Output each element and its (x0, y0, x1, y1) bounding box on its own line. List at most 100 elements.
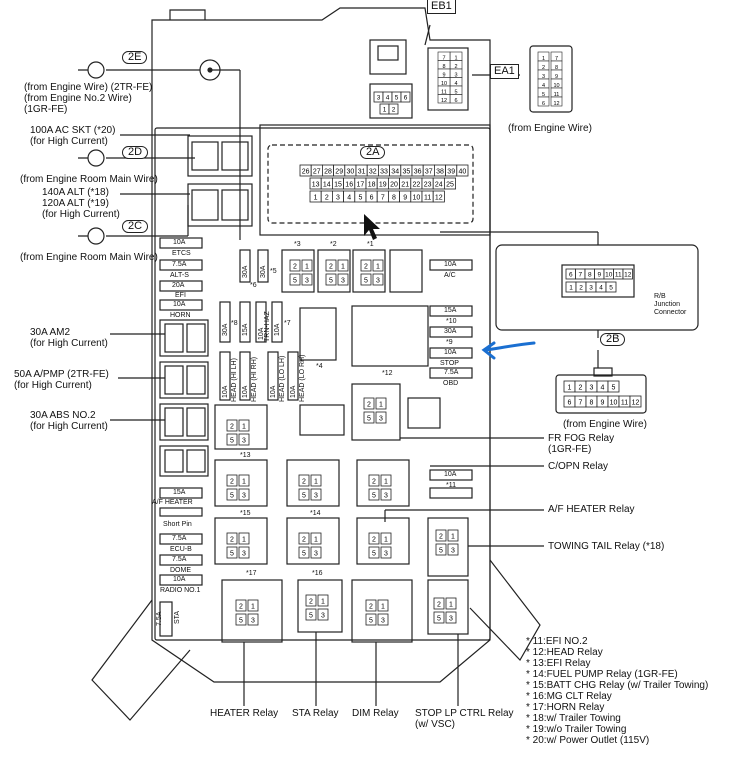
pin-2a-r2-pin: 20 (390, 182, 398, 189)
pin-ea1-left-a-pin: 3 (454, 73, 457, 79)
pin-2b-r1-pin: 3 (590, 385, 594, 392)
engine-room-2d-label: (from Engine Room Main Wire) (20, 174, 158, 185)
pin-2a-r3-pin: 5 (358, 195, 362, 202)
relay-pin: 5 (329, 278, 333, 285)
engine-wire-2e-label: (from Engine Wire) (2TR-FE) (from Engine… (24, 82, 152, 115)
pin-rb-r1-pin: 6 (569, 272, 573, 279)
af-heater-relay-label: A/F HEATER Relay (548, 504, 635, 515)
pin-ea1-right-b-cell (550, 96, 563, 107)
vfuse-2-amp: 30A (260, 265, 267, 278)
engine-room-2c-label: (from Engine Room Main Wire) (20, 252, 158, 263)
fuse-efi-amp: 20A (172, 282, 185, 289)
relay-pin-cell (226, 532, 238, 545)
relay-pin: 5 (369, 618, 373, 625)
connector-2d-label: 2D (122, 146, 149, 159)
pin-2a-r1-pin: 30 (347, 169, 355, 176)
connector-2a-label: 2A (360, 146, 386, 159)
vfuse-3-amp: 30A (222, 323, 229, 336)
pin-2a-r3-pin: 4 (347, 195, 351, 202)
relay-pin: 3 (379, 416, 383, 423)
relay-pin-cell (445, 611, 457, 624)
pin-2a-r3-pin: 8 (392, 195, 396, 202)
eb1-socket-a (369, 39, 407, 75)
stop-lp-line1: STOP LP CTRL Relay (415, 708, 514, 719)
pin-2a-r2-pin: 18 (368, 182, 376, 189)
relay-pin-cell (310, 546, 322, 559)
note-14: * 14:FUEL PUMP Relay (1GR-FE) (526, 669, 678, 680)
relay-pin-cell (380, 474, 392, 487)
note-12: * 12:HEAD Relay (526, 647, 603, 658)
relay-pin-cell (310, 474, 322, 487)
relay-pin: 1 (251, 604, 255, 611)
pin-2a-r2-pin: 14 (323, 182, 331, 189)
relay-pin: 5 (239, 618, 243, 625)
pin-ea1-left-b-pin: 7 (442, 56, 445, 62)
pin-2a-r1-pin: 29 (335, 169, 343, 176)
relay-pin: 2 (439, 534, 443, 541)
pin-ea1-right-a-pin: 4 (542, 83, 545, 89)
pin-2a-r2-pin: 15 (334, 182, 342, 189)
pin-2a-r1-pin: 34 (391, 169, 399, 176)
ac-skt-line1: 100A AC SKT (*20) (30, 125, 116, 136)
relay-pin-cell (238, 474, 250, 487)
pin-rb-r1-cell (622, 268, 633, 280)
alt-label: 140A ALT (*18) 120A ALT (*19) (for High … (42, 187, 120, 220)
relay-pin: 2 (302, 479, 306, 486)
relay-pin: 3 (242, 551, 246, 558)
pin-2a-r2-pin: 16 (345, 182, 353, 189)
fl-ac-skt-block (187, 135, 253, 177)
pin-2a-r3-pin: 10 (413, 195, 421, 202)
relay-tag-14: *14 (310, 510, 321, 517)
fuse-ecub-amp: 7.5A (172, 535, 187, 542)
wire-2e-line2: (from Engine No.2 Wire) (24, 93, 132, 104)
pin-2a-r2-pin: 23 (424, 182, 432, 189)
apmp-line1: 50A A/PMP (2TR-FE) (14, 369, 109, 380)
alt-line1: 140A ALT (*18) (42, 187, 109, 198)
fuse-efi-name: EFI (175, 292, 186, 299)
relay-pin-cell (235, 613, 247, 626)
relay-pin: 5 (372, 493, 376, 500)
relay-pin: 3 (381, 618, 385, 625)
relay-pin-cell (226, 546, 238, 559)
hfuse-3-amp: 10A (270, 385, 277, 398)
fuse-radio-amp: 10A (173, 576, 186, 583)
pin-2b-r2-pin: 8 (590, 400, 594, 407)
vfuse-3-name: *8 (231, 320, 238, 327)
fuse-etcs-amp: 10A (173, 239, 186, 246)
pin-2b-r2-cell (629, 395, 642, 408)
pin-2a-r3-pin: 6 (370, 195, 374, 202)
fuse-sta-amp: 7.5A (156, 611, 163, 626)
relay-pin: 3 (341, 278, 345, 285)
relay-pin-cell (435, 529, 447, 542)
apmp-line2: (for High Current) (14, 380, 92, 391)
pin-2a-r2-pin: 24 (435, 182, 443, 189)
relay-pin-cell (226, 488, 238, 501)
relay-pin: 1 (242, 537, 246, 544)
vfuse-2-name: *5 (270, 268, 277, 275)
relay-pin-cell (298, 532, 310, 545)
footnotes: * 11:EFI NO.2 * 12:HEAD Relay * 13:EFI R… (526, 636, 708, 746)
pin-2b-r2-pin: 7 (579, 400, 583, 407)
pin-ea1-right-b-pin: 9 (555, 74, 558, 80)
alt-line3: (for High Current) (42, 209, 120, 220)
note-18: * 18:w/ Trailer Towing (526, 713, 621, 724)
rb-junction-box (495, 244, 699, 331)
relay-pin-cell (368, 488, 380, 501)
relay-pin: 1 (314, 537, 318, 544)
relay-pin-cell (363, 397, 375, 410)
stop-lp-line2: (w/ VSC) (415, 719, 455, 730)
relay-tag-4: *4 (316, 363, 323, 370)
pin-2a-r1-pin: 31 (358, 169, 366, 176)
pin-2a-r1-pin: 36 (414, 169, 422, 176)
fuse-horn-name: HORN (170, 312, 191, 319)
fuse-obd-name: OBD (443, 380, 459, 387)
relay-pin: 3 (314, 551, 318, 558)
pin-2a-r1-cell (456, 164, 469, 177)
pin-ea1-right-b-pin: 7 (555, 56, 558, 62)
relay-pin: 3 (251, 618, 255, 625)
relay-pin: 3 (305, 278, 309, 285)
note-16: * 16:MG CLT Relay (526, 691, 612, 702)
relay-pin-cell (337, 273, 349, 286)
